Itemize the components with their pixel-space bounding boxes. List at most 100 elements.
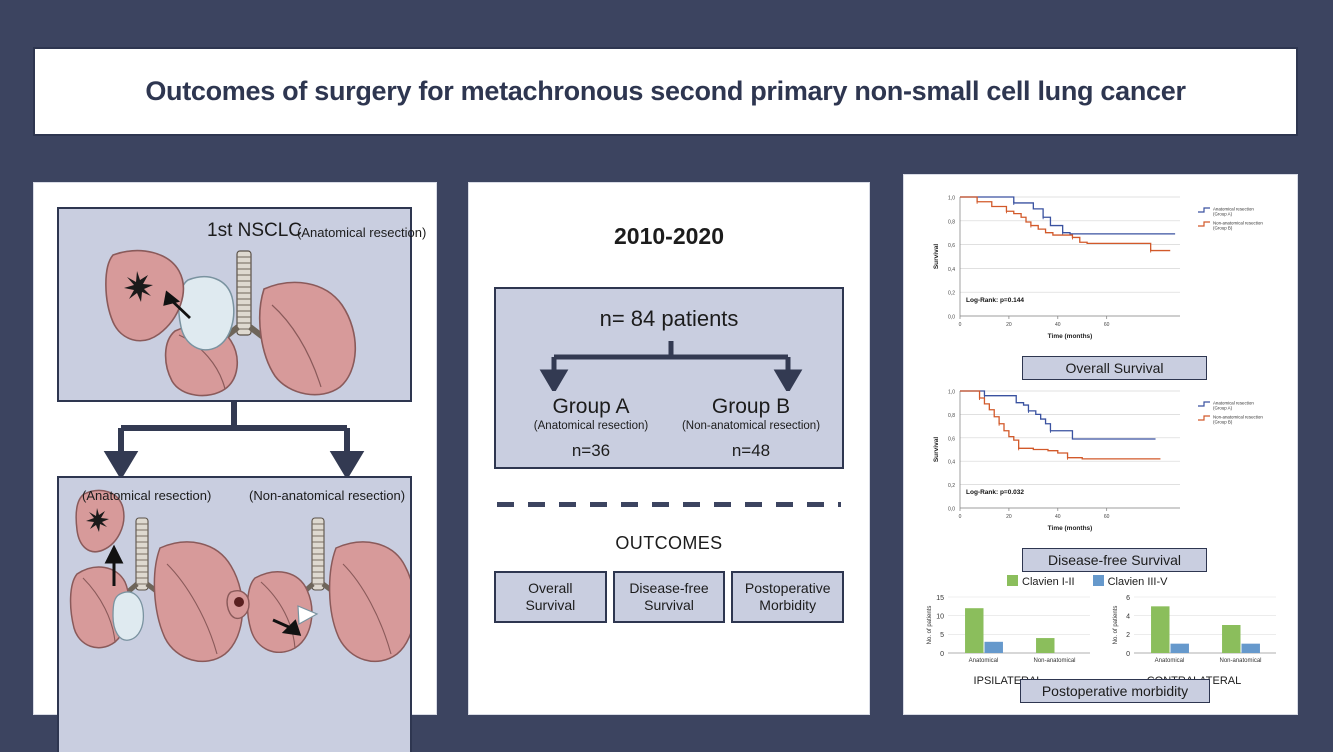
outcome-label-line1: Overall <box>528 579 573 596</box>
svg-text:0,0: 0,0 <box>948 507 955 513</box>
svg-text:Log-Rank: p=0.144: Log-Rank: p=0.144 <box>966 297 1024 304</box>
page-title: Outcomes of surgery for metachronous sec… <box>145 76 1186 106</box>
group-a-block: Group A (Anatomical resection) n=36 <box>516 395 666 461</box>
legend-label-clavien-1-2: Clavien I-II <box>1022 576 1075 588</box>
group-a-resection-label: (Anatomical resection) <box>82 488 212 503</box>
resection-arrow-group-b <box>272 618 302 636</box>
svg-text:4: 4 <box>1126 613 1130 620</box>
svg-text:Time (months): Time (months) <box>1048 333 1093 340</box>
svg-text:0,0: 0,0 <box>948 315 955 321</box>
svg-text:0,2: 0,2 <box>948 291 955 297</box>
svg-text:0,2: 0,2 <box>948 483 955 489</box>
cohort-flow-box: n= 84 patients Group A (Anatomical resec… <box>494 287 844 469</box>
section-divider <box>497 502 841 507</box>
svg-text:0: 0 <box>1126 651 1130 658</box>
legend-label-clavien-3-5: Clavien III-V <box>1107 576 1168 588</box>
second-nsclc-diagram: (Anatomical resection) (Non-anatomical r… <box>57 476 416 752</box>
svg-text:(Group A): (Group A) <box>1213 212 1233 217</box>
svg-text:No. of patients: No. of patients <box>927 606 933 645</box>
group-a-lung-figure <box>69 489 244 663</box>
svg-text:(Group A): (Group A) <box>1213 406 1233 411</box>
svg-text:Non-anatomical resection: Non-anatomical resection <box>1213 415 1263 420</box>
tumour-marker <box>124 271 153 302</box>
outcome-label-line2: Survival <box>644 597 694 613</box>
svg-text:0,4: 0,4 <box>948 267 955 273</box>
group-b-resection-label: (Non-anatomical resection) <box>249 488 406 503</box>
tumour-marker-group-b <box>234 597 244 607</box>
outcomes-heading: OUTCOMES <box>615 533 723 553</box>
legend-swatch-green <box>1007 575 1018 586</box>
panel-study-flow: 2010-2020 n= 84 patients Group A (Anatom… <box>468 182 870 715</box>
svg-text:No. of patients: No. of patients <box>1113 606 1119 645</box>
outcome-overall-survival[interactable]: Overall Survival <box>494 571 607 623</box>
panel-lung-illustrations: 1st NSCLC (Anatomical resection) <box>33 182 437 752</box>
svg-text:Log-Rank: p=0.032: Log-Rank: p=0.032 <box>966 489 1024 496</box>
first-nsclc-diagram: 1st NSCLC (Anatomical resection) <box>57 207 426 402</box>
svg-text:1,0: 1,0 <box>948 196 955 202</box>
caption-postoperative-morbidity: Postoperative morbidity <box>1020 679 1210 703</box>
svg-text:5: 5 <box>940 632 944 639</box>
svg-text:20: 20 <box>1006 322 1012 328</box>
caption-overall-survival: Overall Survival <box>1022 356 1207 380</box>
group-a-name: Group A <box>552 395 630 418</box>
svg-text:15: 15 <box>936 595 944 602</box>
svg-text:0: 0 <box>959 514 962 520</box>
svg-text:0,6: 0,6 <box>948 436 955 442</box>
svg-text:1,0: 1,0 <box>948 390 955 396</box>
resection-arrow <box>163 290 191 320</box>
caption-disease-free-survival: Disease-free Survival <box>1022 548 1207 572</box>
group-a-type: (Anatomical resection) <box>533 420 649 432</box>
svg-text:2: 2 <box>1126 632 1130 639</box>
svg-text:0,4: 0,4 <box>948 460 955 466</box>
study-period: 2010-2020 <box>614 223 724 249</box>
outcome-label-line1: Disease-free <box>629 579 709 596</box>
cohort-total: n= 84 patients <box>599 306 739 331</box>
svg-text:Survival: Survival <box>933 244 940 269</box>
svg-text:40: 40 <box>1055 514 1061 520</box>
svg-text:40: 40 <box>1055 322 1061 328</box>
group-b-n: n=48 <box>731 441 771 460</box>
svg-text:Anatomical resection: Anatomical resection <box>1213 207 1254 212</box>
svg-text:Time (months): Time (months) <box>1048 525 1093 532</box>
outcome-postoperative-morbidity[interactable]: Postoperative Morbidity <box>731 571 845 623</box>
legend-clavien-1-2: Clavien I-II <box>1007 575 1075 588</box>
outcome-disease-free-survival[interactable]: Disease-free Survival <box>612 571 726 623</box>
svg-text:0: 0 <box>940 651 944 658</box>
svg-text:Anatomical: Anatomical <box>1155 658 1185 664</box>
svg-text:Anatomical resection: Anatomical resection <box>1213 401 1254 406</box>
svg-text:0,8: 0,8 <box>948 219 955 225</box>
svg-text:6: 6 <box>1126 595 1130 602</box>
svg-text:Survival: Survival <box>933 437 940 462</box>
svg-text:10: 10 <box>936 613 944 620</box>
group-b-block: Group B (Non-anatomical resection) n=48 <box>676 395 826 461</box>
legend-clavien-3-5: Clavien III-V <box>1092 575 1168 588</box>
svg-text:(Group B): (Group B) <box>1213 420 1233 425</box>
outcome-label-line1: Postoperative <box>744 579 831 596</box>
svg-text:0,8: 0,8 <box>948 413 955 419</box>
morbidity-legend: Clavien I-II Clavien III-V <box>1007 575 1168 588</box>
group-b-type: (Non-anatomical resection) <box>681 420 821 432</box>
svg-text:Non-anatomical: Non-anatomical <box>1219 658 1261 664</box>
tumour-marker-group-a <box>86 508 109 532</box>
resection-arrow-group-a <box>104 544 124 586</box>
outcome-label-line2: Morbidity <box>759 597 817 613</box>
cohort-branch-arrows <box>539 341 803 391</box>
group-a-n: n=36 <box>571 441 611 460</box>
poster-title-bar: Outcomes of surgery for metachronous sec… <box>33 47 1298 136</box>
outcome-label-line2: Survival <box>525 597 576 613</box>
svg-text:60: 60 <box>1104 322 1110 328</box>
outcomes-list: Overall Survival Disease-free Survival P… <box>494 571 845 623</box>
svg-text:Non-anatomical: Non-anatomical <box>1033 658 1075 664</box>
svg-text:60: 60 <box>1104 514 1110 520</box>
svg-text:20: 20 <box>1006 514 1012 520</box>
svg-text:0: 0 <box>959 322 962 328</box>
